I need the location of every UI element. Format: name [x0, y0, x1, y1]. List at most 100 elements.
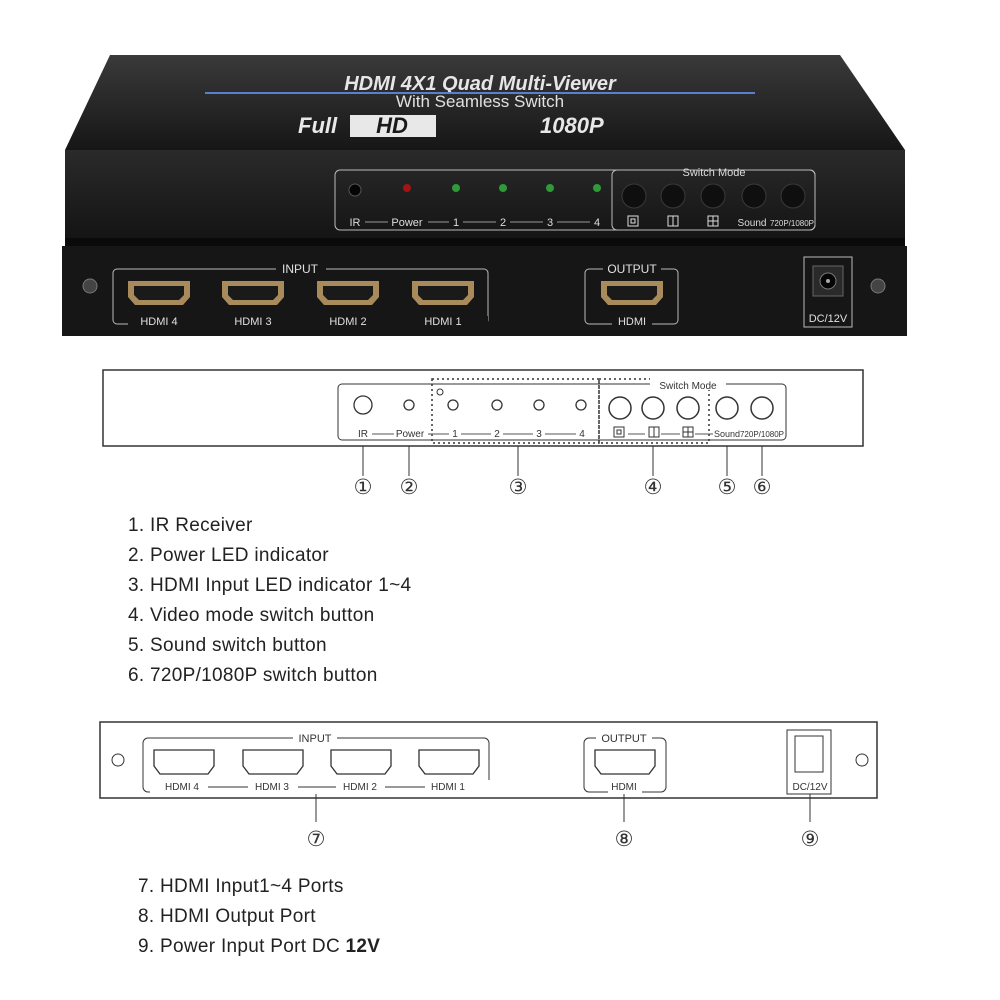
input-led-3: [546, 184, 554, 192]
dc-frame: [803, 256, 853, 328]
hdmi-port-2[interactable]: [317, 281, 379, 305]
diagram-power-label: Power: [396, 429, 425, 440]
resolution-button[interactable]: [780, 183, 806, 209]
device-top-panel: [65, 55, 905, 150]
screw-icon: [82, 278, 98, 294]
sound-label: Sound: [738, 218, 767, 229]
input-led-2: [499, 184, 507, 192]
diagram-hdmi1-label: HDMI 1: [431, 782, 465, 793]
rear-panel-diagram: INPUT HDMI 4 HDMI 3 HDMI 2 HDMI 1 OUTPUT…: [99, 721, 878, 851]
power-label: Power: [391, 217, 423, 229]
video-mode-button-1[interactable]: [621, 183, 647, 209]
full-hd-badge-full: Full: [298, 113, 338, 138]
diagram-dc-label: DC/12V: [792, 782, 827, 793]
hdmi3-label: HDMI 3: [234, 316, 271, 328]
legend-item-6: 6. 720P/1080P switch button: [128, 665, 378, 686]
diagram-mode-button-2: [641, 396, 665, 420]
diagram-screw-icon: [111, 753, 125, 767]
diagram-hdmi-port-4: [153, 749, 215, 775]
hdmi4-label: HDMI 4: [140, 316, 177, 328]
screw-icon: [870, 278, 886, 294]
diagram-led-4: [575, 399, 587, 411]
hdmi-port-1[interactable]: [412, 281, 474, 305]
diagram-led-2-label: 2: [494, 429, 500, 440]
rear-legend: 7. HDMI Input1~4 Ports 8. HDMI Output Po…: [138, 872, 380, 962]
hdmi1-label: HDMI 1: [424, 316, 461, 328]
diagram-sound-button: [715, 396, 739, 420]
diagram-led-1-label: 1: [452, 429, 458, 440]
callout-9: ⑨: [801, 828, 820, 851]
diagram-mode-button-3: [676, 396, 700, 420]
callout-7: ⑦: [307, 828, 326, 851]
diagram-led-3: [533, 399, 545, 411]
legend-item-9-text: 9. Power Input Port DC: [138, 936, 346, 957]
switch-mode-label: Switch Mode: [683, 167, 746, 179]
diagram-ir-receiver: [353, 395, 373, 415]
diagram-input-label: INPUT: [299, 733, 332, 745]
full-hd-badge-hd: HD: [376, 113, 408, 138]
diagram-hdmi-port-1: [418, 749, 480, 775]
input-led-1: [452, 184, 460, 192]
front-panel-outline: [102, 369, 864, 447]
diagram-hdmi-port-3: [242, 749, 304, 775]
input-led-4: [593, 184, 601, 192]
diagram-led-2: [491, 399, 503, 411]
legend-item-3: 3. HDMI Input LED indicator 1~4: [128, 575, 412, 596]
power-led: [403, 184, 411, 192]
diagram-power-led: [403, 399, 415, 411]
legend-item-8: 8. HDMI Output Port: [138, 906, 316, 927]
led-3-label: 3: [547, 217, 553, 229]
callout-2: ②: [400, 476, 419, 499]
hdmi-port-4[interactable]: [128, 281, 190, 305]
callout-3: ③: [509, 476, 528, 499]
legend-item-2: 2. Power LED indicator: [128, 545, 329, 566]
resolution-badge: 1080P: [540, 113, 604, 138]
hdmi-output-port[interactable]: [601, 281, 663, 305]
diagram-ir-label: IR: [358, 429, 368, 440]
legend-item-4: 4. Video mode switch button: [128, 605, 375, 626]
hdmi-out-label: HDMI: [618, 316, 646, 328]
diagram-mode-button-1: [608, 396, 632, 420]
legend-item-9: 9. Power Input Port DC 12V: [138, 932, 380, 962]
single-view-icon: [627, 215, 639, 227]
callout-8: ⑧: [615, 828, 634, 851]
video-mode-button-2[interactable]: [660, 183, 686, 209]
hdmi2-label: HDMI 2: [329, 316, 366, 328]
legend-item-5: 5. Sound switch button: [128, 635, 327, 656]
diagram-hdmi3-label: HDMI 3: [255, 782, 289, 793]
ir-receiver-icon: [348, 183, 362, 197]
front-control-outline: [337, 383, 787, 441]
diagram-hdmi4-label: HDMI 4: [165, 782, 199, 793]
legend-item-9-voltage: 12V: [345, 936, 381, 957]
callout-1: ①: [354, 476, 373, 499]
led-1-label: 1: [453, 217, 459, 229]
diagram-switch-mode-label: Switch Mode: [659, 381, 717, 392]
dc-label: DC/12V: [809, 313, 848, 325]
led-group-dashed-box: [431, 378, 600, 444]
device-subtitle: With Seamless Switch: [396, 92, 564, 111]
legend-item-1: 1. IR Receiver: [128, 515, 253, 536]
ir-label: IR: [350, 217, 361, 229]
diagram-resolution-button: [750, 396, 774, 420]
diagram-res-label: 720P/1080P: [740, 430, 784, 439]
front-panel-diagram: Switch Mode IR Power 1 2 3 4 Sound 720P/…: [102, 369, 864, 499]
diagram-hdmi2-label: HDMI 2: [343, 782, 377, 793]
led-4-label: 4: [594, 217, 600, 229]
diagram-output-label: OUTPUT: [601, 733, 647, 745]
diagram-led-4-label: 4: [579, 429, 585, 440]
diagram-led-1: [447, 399, 459, 411]
diagram-hdmi-output-port: [594, 749, 656, 775]
hdmi-port-3[interactable]: [222, 281, 284, 305]
device-title: HDMI 4X1 Quad Multi-Viewer: [344, 73, 617, 95]
diagram-dc-jack: [794, 735, 824, 773]
video-mode-button-3[interactable]: [700, 183, 726, 209]
diagram-screw-icon: [855, 753, 869, 767]
sound-button[interactable]: [741, 183, 767, 209]
res-label: 720P/1080P: [770, 219, 814, 228]
legend-item-7: 7. HDMI Input1~4 Ports: [138, 876, 344, 897]
device-photo: HDMI 4X1 Quad Multi-Viewer With Seamless…: [62, 55, 907, 336]
diagram-sound-label: Sound: [714, 429, 740, 439]
callout-6: ⑥: [753, 476, 772, 499]
callout-5: ⑤: [718, 476, 737, 499]
diagram-single-view-icon: [613, 426, 625, 438]
